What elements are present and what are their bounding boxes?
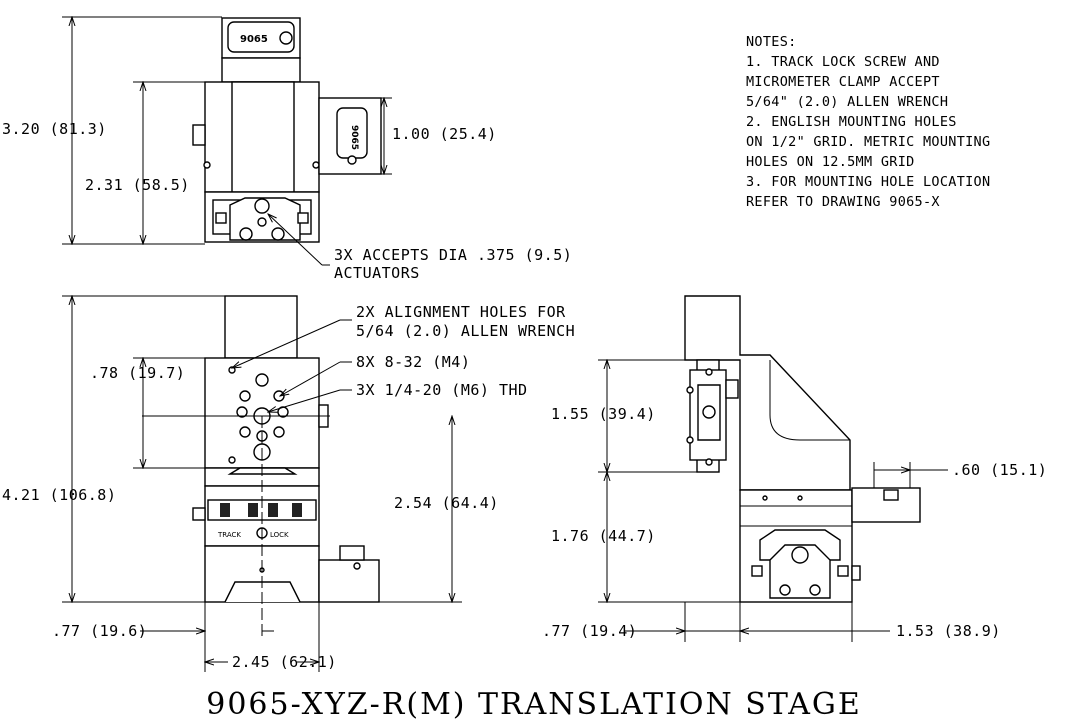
dim-front-bottom-offset: .77 (19.6) [52,622,147,640]
notes-line-3: 5/64" (2.0) ALLEN WRENCH [746,94,948,110]
dim-side-upper: 1.55 (39.4) [551,405,656,423]
callout-actuators-line1: 3X ACCEPTS DIA .375 (9.5) [334,246,572,264]
top-view: 9065 9065 [192,17,382,243]
callout-holes-m4: 8X 8-32 (M4) [356,353,470,371]
front-dimensions: 4.21 (106.8) .78 (19.7) 2.54 (64.4) .77 … [2,296,499,672]
callout-alignment-line2: 5/64 (2.0) ALLEN WRENCH [356,322,575,340]
actuator-callout: 3X ACCEPTS DIA .375 (9.5) ACTUATORS [268,214,572,282]
drawing-title: 9065-XYZ-R(M) TRANSLATION STAGE [206,687,862,722]
logo-rotated-text: 9065 [349,125,359,150]
callout-holes-m6: 3X 1/4-20 (M6) THD [356,381,528,399]
front-left-knob [192,507,206,521]
logo-text: 9065 [240,34,268,45]
notes-line-6: HOLES ON 12.5MM GRID [746,154,915,170]
dim-side-bottom-offset: .77 (19.4) [542,622,637,640]
side-actuator [851,487,921,523]
front-callouts: 2X ALIGNMENT HOLES FOR 5/64 (2.0) ALLEN … [232,303,575,412]
notes-line-2: MICROMETER CLAMP ACCEPT [746,74,940,90]
notes-block: NOTES: 1. TRACK LOCK SCREW AND MICROMETE… [746,34,990,210]
dim-front-hole-offset: .78 (19.7) [90,364,185,382]
top-main-inner [231,81,295,193]
side-view [684,295,921,603]
callout-alignment-line1: 2X ALIGNMENT HOLES FOR [356,303,566,321]
side-dimensions: 1.55 (39.4) 1.76 (44.7) .60 (15.1) .77 (… [542,360,1047,642]
dim-top-height-total: 3.20 (81.3) [2,120,107,138]
front-actuator [318,559,380,603]
lock-label: LOCK [270,531,289,539]
track-label: TRACK [217,531,241,539]
dim-front-height-mid: 2.54 (64.4) [394,494,499,512]
dim-front-height-total: 4.21 (106.8) [2,486,116,504]
logo-plate [227,21,295,53]
dim-front-width: 2.45 (62.1) [232,653,337,671]
dim-side-lower: 1.76 (44.7) [551,527,656,545]
top-dimensions: 3.20 (81.3) 2.31 (58.5) 1.00 (25.4) [2,17,497,244]
notes-line-4: 2. ENGLISH MOUNTING HOLES [746,114,957,130]
notes-line-5: ON 1/2" GRID. METRIC MOUNTING [746,134,990,150]
top-left-knob [192,124,206,146]
callout-actuators-line2: ACTUATORS [334,264,420,282]
front-view: TRACK LOCK [142,295,380,640]
dim-top-actuator-width: 1.00 (25.4) [392,125,497,143]
top-neck [221,57,301,83]
dim-side-width: 1.53 (38.9) [896,622,1001,640]
logo-screw-icon [279,31,293,45]
notes-line-7: 3. FOR MOUNTING HOLE LOCATION [746,174,990,190]
dim-top-height-body: 2.31 (58.5) [85,176,190,194]
notes-heading: NOTES: [746,34,797,50]
dim-side-offset: .60 (15.1) [952,461,1047,479]
front-top-tab [224,295,298,359]
notes-line-8: REFER TO DRAWING 9065-X [746,194,940,210]
notes-line-1: 1. TRACK LOCK SCREW AND [746,54,940,70]
